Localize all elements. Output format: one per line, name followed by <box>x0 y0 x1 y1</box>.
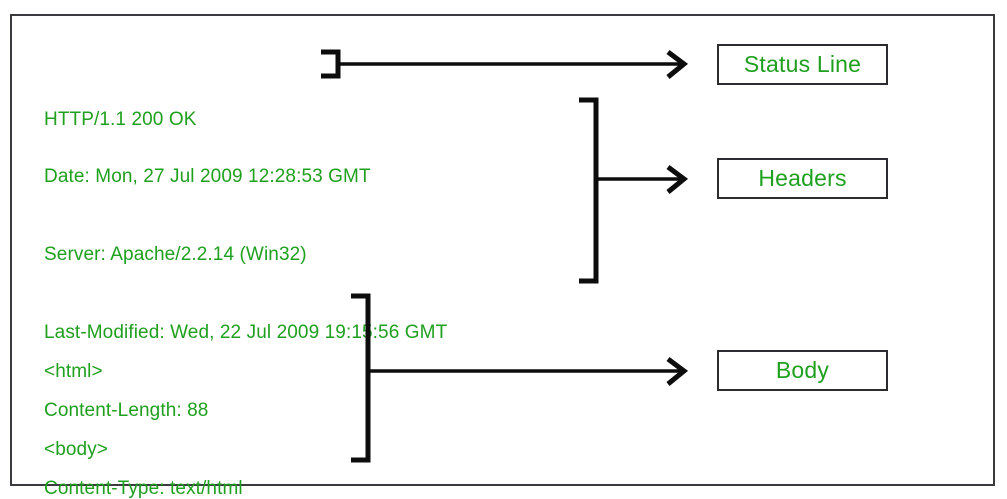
body-text-block: <html> <body> <h1>Hello, World!</h1> </b… <box>44 307 247 499</box>
status-line-label: Status Line <box>743 51 862 77</box>
header-row-content-length: Content-Length: 88 <box>44 400 209 421</box>
headers-text-block: Date: Mon, 27 Jul 2009 12:28:53 GMT Serv… <box>44 112 447 499</box>
headers-label: Headers <box>758 165 847 191</box>
header-row-server: Server: Apache/2.2.14 (Win32) <box>44 244 307 265</box>
body-label-box: Body <box>717 350 888 391</box>
status-line-row: HTTP/1.1 200 OK <box>44 109 197 130</box>
status-line-label-box: Status Line <box>717 44 888 85</box>
header-row-content-type: Content-Type: text/html <box>44 478 243 499</box>
body-row-body-open: <body> <box>44 439 108 460</box>
diagram-frame <box>10 14 995 486</box>
header-row-last-modified: Last-Modified: Wed, 22 Jul 2009 19:15:56… <box>44 322 448 343</box>
status-line-text-block: HTTP/1.1 200 OK <box>44 55 197 185</box>
headers-label-box: Headers <box>717 158 888 199</box>
header-row-date: Date: Mon, 27 Jul 2009 12:28:53 GMT <box>44 166 371 187</box>
body-row-html-open: <html> <box>44 361 103 382</box>
body-label: Body <box>775 357 830 383</box>
